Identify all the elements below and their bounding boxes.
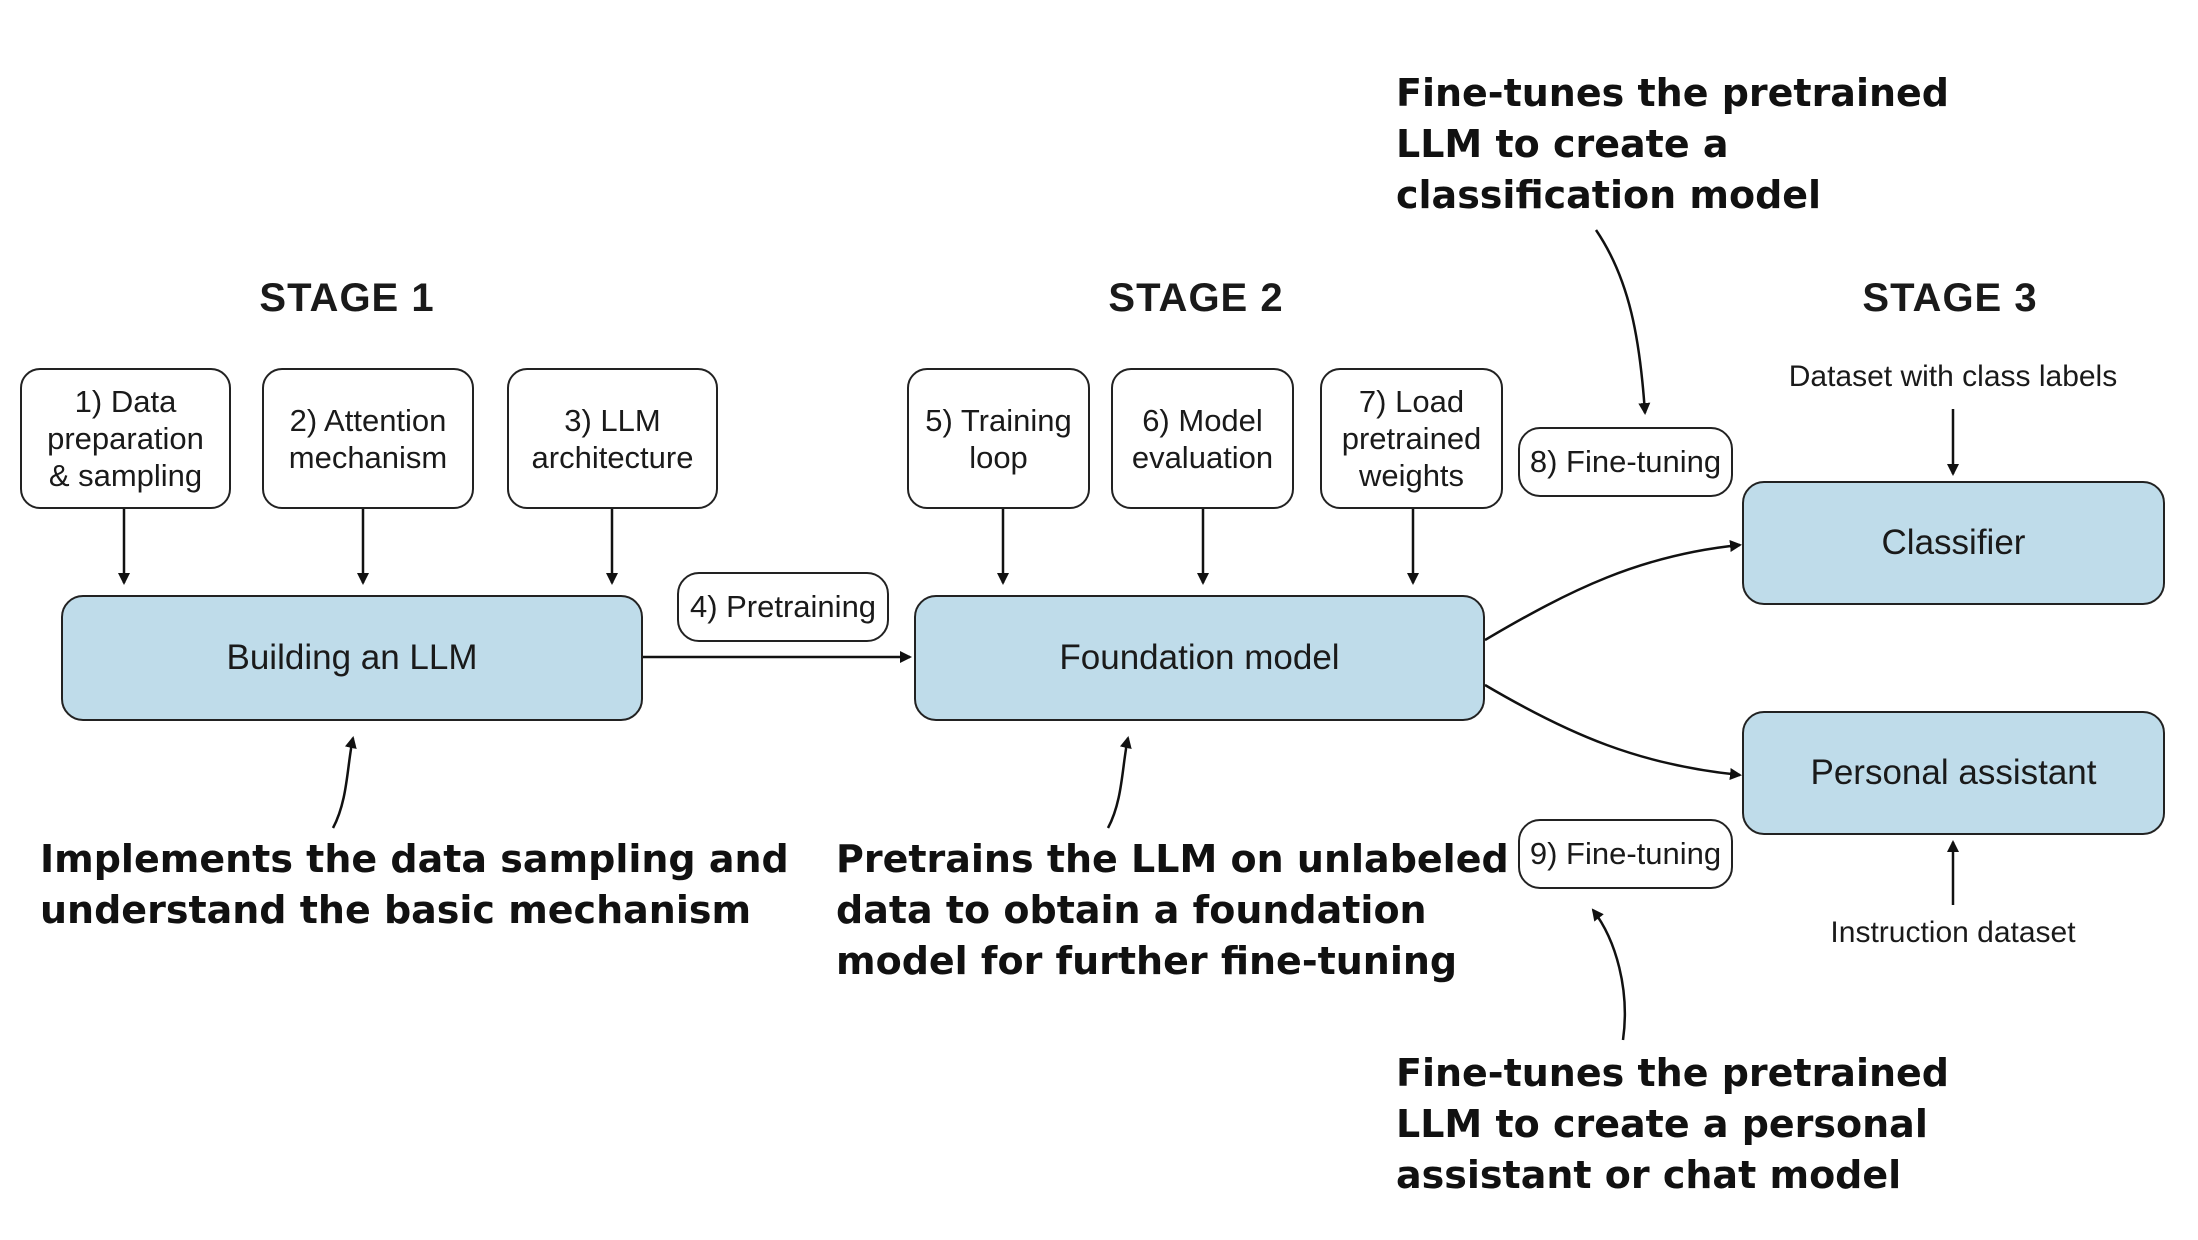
note-stage-2: Pretrains the LLM on unlabeled data to o…: [836, 837, 1509, 983]
pointer-note-stage1: [331, 736, 357, 829]
personal-assistant-box: Personal assistant: [1742, 711, 2165, 835]
step-7-load-pretrained-weights: 7) Load pretrained weights: [1320, 368, 1503, 509]
step-6-model-evaluation: 6) Model evaluation: [1111, 368, 1294, 509]
step-8-fine-tuning: 8) Fine-tuning: [1518, 427, 1733, 497]
step-4-pretraining: 4) Pretraining: [677, 572, 889, 642]
instruction-dataset-label: Instruction dataset: [1830, 916, 2076, 949]
note-classification-fine-tuning: Fine-tunes the pretrained LLM to create …: [1396, 71, 1950, 217]
stage-1-heading: STAGE 1: [259, 276, 435, 320]
stage-2-heading: STAGE 2: [1108, 276, 1284, 320]
pointer-note-classification: [1594, 229, 1651, 415]
arrow-foundation-to-assistant: [1484, 683, 1742, 780]
step-5-training-loop: 5) Training loop: [907, 368, 1090, 509]
step-1-data-preparation: 1) Data preparation & sampling: [20, 368, 231, 509]
note-stage-1: Implements the data sampling and underst…: [40, 837, 789, 932]
step-9-fine-tuning: 9) Fine-tuning: [1518, 819, 1733, 889]
note-assistant-fine-tuning: Fine-tunes the pretrained LLM to create …: [1396, 1051, 1950, 1197]
dataset-class-labels-label: Dataset with class labels: [1788, 360, 2118, 393]
pointer-note-assistant: [1591, 908, 1627, 1041]
foundation-model-box: Foundation model: [914, 595, 1485, 721]
step-3-llm-architecture: 3) LLM architecture: [507, 368, 718, 509]
step-2-attention-mechanism: 2) Attention mechanism: [262, 368, 474, 509]
building-an-llm-box: Building an LLM: [61, 595, 643, 721]
stage-3-heading: STAGE 3: [1862, 276, 2038, 320]
pointer-note-stage2: [1106, 736, 1132, 829]
classifier-box: Classifier: [1742, 481, 2165, 605]
arrow-foundation-to-classifier: [1484, 540, 1742, 642]
